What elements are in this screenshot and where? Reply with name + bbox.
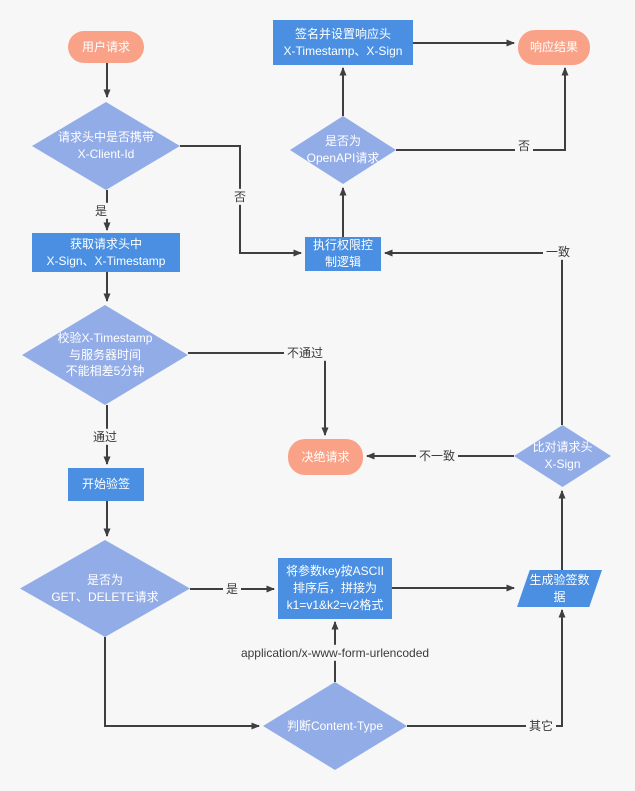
- node-label: 判断Content-Type: [286, 718, 384, 733]
- edge-method-no-to-contenttype: [104, 637, 260, 730]
- node-gen-sign-data: 生成验签数 据: [517, 570, 602, 607]
- node-label: 是否为 OpenAPI请求: [306, 134, 380, 165]
- node-sort-params: 将参数key按ASCII 排序后，拼接为 k1=v1&k2=v2格式: [278, 558, 392, 619]
- node-label: 比对请求头 X-Sign: [532, 440, 593, 471]
- node-label: 用户请求: [81, 39, 130, 54]
- node-label: 响应结果: [529, 40, 578, 55]
- edge-timestamp-fail-to-reject: [188, 352, 329, 436]
- node-label: 请求头中是否携带 X-Client-Id: [57, 130, 154, 161]
- node-label: 生成验签数 据: [529, 572, 590, 604]
- node-label: 执行权限控 制逻辑: [312, 238, 373, 269]
- edge-label-inconsistent: 不一致: [415, 447, 459, 465]
- node-get-headers: 获取请求头中 X-Sign、X-Timestamp: [32, 233, 180, 272]
- edge-label-pass: 通过: [89, 428, 121, 446]
- node-user-request: 用户请求: [68, 31, 144, 63]
- edge-label-yes-clientid: 是: [91, 202, 111, 220]
- edge-label-no-clientid: 否: [230, 188, 250, 206]
- edge-label-other: 其它: [525, 717, 557, 735]
- node-label: 决绝请求: [301, 449, 350, 464]
- node-label: 是否为 GET、DELETE请求: [51, 572, 159, 604]
- node-label: 签名并设置响应头 X-Timestamp、X-Sign: [283, 26, 403, 58]
- edge-label-consistent: 一致: [542, 243, 574, 261]
- node-label: 将参数key按ASCII 排序后，拼接为 k1=v1&k2=v2格式: [285, 564, 385, 612]
- node-reject-request: 决绝请求: [288, 439, 363, 475]
- node-start-verify: 开始验签: [68, 468, 144, 501]
- node-exec-permission: 执行权限控 制逻辑: [305, 237, 381, 271]
- node-sign-response: 签名并设置响应头 X-Timestamp、X-Sign: [273, 20, 413, 65]
- edge-comparesign-ok-to-permission: [384, 249, 563, 425]
- edge-contenttype-other-to-gensign: [407, 609, 566, 727]
- node-response-result: 响应结果: [518, 30, 590, 65]
- node-label: 开始验签: [81, 477, 130, 492]
- edge-label-no-openapi: 否: [514, 137, 534, 155]
- edge-label-form-urlencoded: application/x-www-form-urlencoded: [237, 644, 433, 662]
- edge-openapi-no-to-result: [396, 67, 569, 151]
- edge-label-yes-method: 是: [222, 580, 242, 598]
- edge-label-fail: 不通过: [283, 344, 327, 362]
- node-label: 获取请求头中 X-Sign、X-Timestamp: [46, 236, 166, 268]
- node-label: 校验X-Timestamp 与服务器时间 不能相差5分钟: [57, 330, 153, 379]
